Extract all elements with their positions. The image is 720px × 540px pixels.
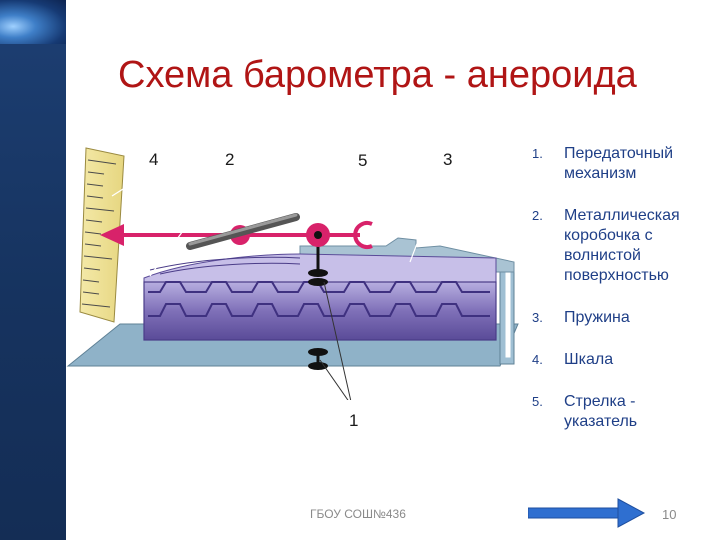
pointer-arrow <box>100 213 373 250</box>
next-slide-arrow-icon[interactable] <box>528 497 646 529</box>
footer-text: ГБОУ СОШ№436 <box>310 507 406 521</box>
page-number: 10 <box>662 507 677 522</box>
leader-lines <box>111 171 443 277</box>
legend-item: 2.Металлическая коробочка с волнистой по… <box>532 207 680 284</box>
callout-3: 3 <box>443 150 453 169</box>
legend-item: 5.Стрелка - указатель <box>532 393 638 430</box>
page-title: Схема барометра - анероида <box>118 54 637 96</box>
callout-2: 2 <box>225 150 235 169</box>
legend-item: 3.Пружина <box>532 309 630 326</box>
callout-1: 1 <box>349 411 359 430</box>
callout-4: 4 <box>149 150 159 169</box>
aneroid-barometer-diagram <box>66 147 519 400</box>
transmission-mechanism <box>308 234 328 370</box>
leader-line-1a <box>323 281 352 400</box>
legend-item: 1.Передаточный механизм <box>532 145 674 182</box>
sidebar-globe-image <box>0 0 66 44</box>
legend-item: 4.Шкала <box>532 351 614 368</box>
legend-list: 1.Передаточный механизм 2.Металлическая … <box>532 144 712 454</box>
callout-5: 5 <box>358 151 368 170</box>
leader-line-1b <box>319 359 349 400</box>
metal-box <box>143 253 497 341</box>
sidebar-band <box>0 0 66 540</box>
